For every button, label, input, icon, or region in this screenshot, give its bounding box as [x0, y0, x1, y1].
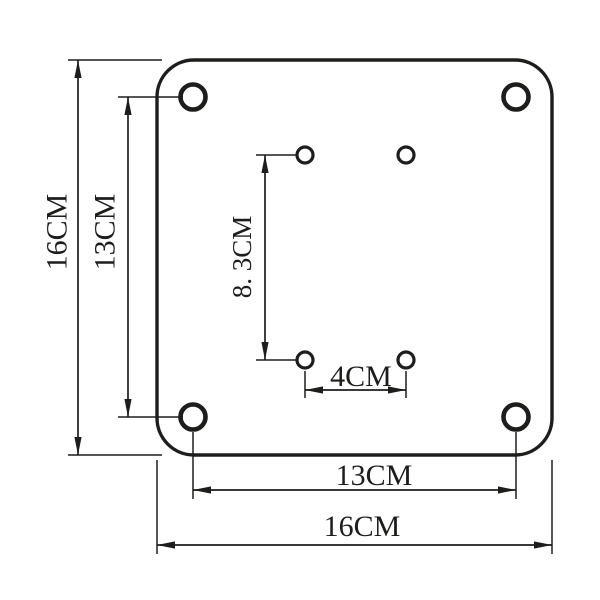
dim-label-corner-hole-vertical: 13CM — [89, 194, 122, 271]
dim-inner-hole-spacing-horizontal: 4CM — [304, 360, 407, 398]
inner-hole-bottom-right — [396, 350, 416, 370]
dim-inner-hole-spacing-vertical: 8. 3CM — [227, 154, 296, 361]
corner-hole-bottom-left — [178, 402, 208, 432]
plate — [155, 58, 554, 457]
inner-hole-top-right — [396, 145, 416, 165]
dim-corner-hole-spacing-horizontal: 13CM — [192, 432, 517, 499]
inner-hole-top-left — [295, 145, 315, 165]
dim-overall-height: 16CM — [41, 59, 162, 456]
plate-outline — [155, 58, 554, 457]
corner-hole-top-right — [501, 82, 531, 112]
dim-corner-hole-spacing-vertical: 13CM — [89, 96, 183, 418]
inner-hole-bottom-left — [295, 350, 315, 370]
dim-label-overall-width: 16CM — [324, 510, 401, 543]
dim-label-inner-hole-horizontal: 4CM — [330, 360, 392, 393]
dim-overall-width: 16CM — [156, 460, 553, 554]
dim-label-corner-hole-horizontal: 13CM — [336, 459, 413, 492]
dim-label-overall-height: 16CM — [41, 194, 74, 271]
corner-hole-bottom-right — [501, 402, 531, 432]
dim-label-inner-hole-vertical: 8. 3CM — [227, 216, 257, 299]
corner-hole-top-left — [178, 82, 208, 112]
